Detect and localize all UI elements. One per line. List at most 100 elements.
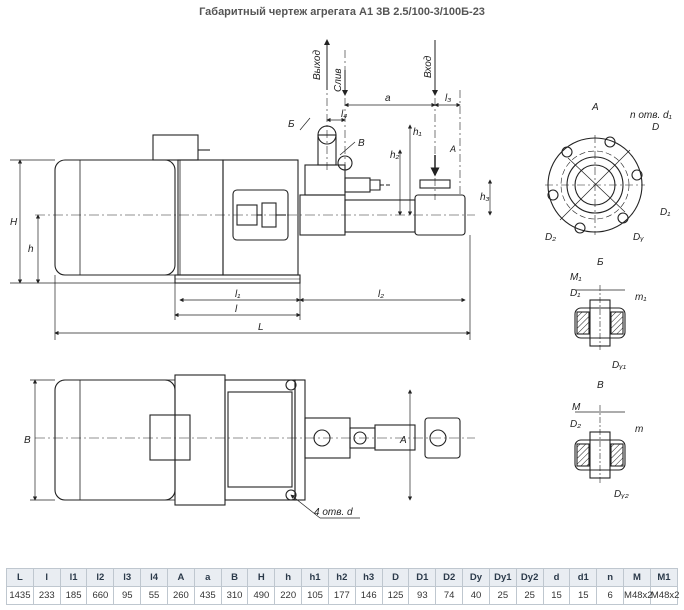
- table-cell: 25: [488, 586, 517, 605]
- table-cell: 125: [381, 586, 410, 605]
- table-cell: 490: [247, 586, 276, 605]
- plan-labels: B A 4 отв. d: [24, 435, 407, 518]
- dim-H: H: [10, 217, 18, 228]
- flow-labels: Выход Слив Вход A: [312, 50, 456, 154]
- table-cell: 1435: [6, 586, 34, 605]
- label-sliv: Слив: [333, 68, 344, 92]
- label-M1: M₁: [570, 272, 581, 283]
- view-b-title: Б: [597, 257, 604, 268]
- plan-view: [35, 374, 475, 506]
- terminal-box: [152, 134, 199, 161]
- plan-dimensions: [30, 379, 413, 519]
- label-D1-b: D₁: [570, 288, 580, 299]
- label-D2: D₂: [545, 232, 556, 243]
- table-header-cell: h1: [301, 568, 329, 587]
- table-header-cell: M1: [649, 568, 679, 587]
- view-v-title: В: [597, 380, 604, 391]
- label-Dy: Dᵧ: [633, 232, 644, 243]
- table-cell: M48x2: [649, 586, 679, 605]
- dimensional-drawing: Выход Слив Вход A a l₃ l₄ Б В H h h₁: [10, 39, 672, 519]
- view-v-port: [574, 405, 626, 485]
- table-header-cell: D: [381, 568, 410, 587]
- motor-plan: [54, 379, 176, 501]
- table-header-cell: l2: [86, 568, 115, 587]
- table-cell: 55: [140, 586, 168, 605]
- table-header-cell: l4: [140, 568, 168, 587]
- table-header-cell: d: [542, 568, 571, 587]
- table-header-cell: d1: [569, 568, 598, 587]
- table-cell: 177: [327, 586, 356, 605]
- table-cell: 260: [166, 586, 195, 605]
- table-cell: 146: [354, 586, 383, 605]
- label-Dy2: Dᵧ₂: [614, 489, 629, 500]
- label-D2-v: D₂: [570, 419, 581, 430]
- front-dimensions: [10, 102, 493, 340]
- label-M: M: [572, 402, 581, 413]
- dim-l: l: [235, 304, 238, 315]
- view-b-port: [574, 285, 626, 350]
- table-cell: 220: [274, 586, 303, 605]
- label-A-arrow: A: [449, 144, 456, 154]
- table-cell: 105: [301, 586, 329, 605]
- label-m1: m₁: [635, 292, 646, 303]
- view-a-labels: A n отв. d₁ D D₁ D₂ Dᵧ: [545, 102, 672, 243]
- table-header-cell: h3: [354, 568, 383, 587]
- table-header-cell: l3: [113, 568, 142, 587]
- bell-housing: [222, 159, 299, 276]
- dim-B: B: [24, 435, 31, 446]
- table-header-cell: H: [247, 568, 276, 587]
- table-header-cell: l: [32, 568, 61, 587]
- dim-l2: l₂: [378, 289, 384, 300]
- dim-h: h: [28, 244, 34, 255]
- table-cell: 93: [408, 586, 437, 605]
- view-a-flange: [545, 135, 645, 235]
- label-V-cyr: В: [358, 138, 365, 149]
- table-header-row: L l l1 l2 l3 l4 A a B H h h1 h2 h3 D D1 …: [6, 568, 679, 587]
- table-header-cell: Dy2: [515, 568, 544, 587]
- table-cell: 74: [435, 586, 464, 605]
- flow-arrows: [324, 39, 440, 177]
- view-v-labels: В M D₂ m Dᵧ₂: [570, 380, 643, 500]
- table-header-cell: h: [274, 568, 303, 587]
- dim-L: L: [258, 322, 264, 333]
- table-cell: 6: [596, 586, 625, 605]
- inlet-plan: [424, 417, 461, 459]
- label-B-cyr: Б: [288, 119, 295, 130]
- dim-a: a: [385, 93, 391, 104]
- table-cell: 310: [220, 586, 249, 605]
- table-header-cell: B: [220, 568, 249, 587]
- label-n-holes: n отв. d₁: [630, 110, 672, 121]
- dim-h1: h₁: [413, 127, 422, 138]
- table-cell: 233: [32, 586, 61, 605]
- table-header-cell: M: [623, 568, 651, 587]
- table-header-cell: D1: [408, 568, 437, 587]
- table-cell: 40: [462, 586, 490, 605]
- front-dim-labels: a l₃ l₄ Б В H h h₁ h₂ h₃ l₁ l₂ l L: [10, 93, 490, 333]
- dim-A-plan: A: [399, 435, 407, 446]
- table-cell: 435: [193, 586, 222, 605]
- motor-body: [54, 159, 176, 276]
- dim-h2: h₂: [390, 150, 400, 161]
- dim-l1: l₁: [235, 289, 240, 300]
- table-cell: 15: [542, 586, 571, 605]
- front-view: [35, 50, 475, 284]
- view-b-labels: Б M₁ D₁ m₁ Dᵧ₁: [570, 257, 646, 371]
- table-header-cell: A: [166, 568, 195, 587]
- label-m: m: [635, 424, 643, 435]
- table-header-cell: l1: [59, 568, 88, 587]
- table-header-cell: D2: [435, 568, 464, 587]
- table-cell: 95: [113, 586, 142, 605]
- table-values-row: 1435 233 185 660 95 55 260 435 310 490 2…: [6, 586, 679, 605]
- table-header-cell: L: [6, 568, 34, 587]
- label-D: D: [652, 122, 659, 133]
- dim-l3: l₃: [445, 93, 451, 104]
- table-header-cell: a: [193, 568, 222, 587]
- table-cell: 185: [59, 586, 88, 605]
- table-header-cell: Dy1: [488, 568, 517, 587]
- dimensions-table: L l l1 l2 l3 l4 A a B H h h1 h2 h3 D D1 …: [6, 568, 679, 605]
- view-a-title: A: [591, 102, 599, 113]
- table-cell: M48x2: [623, 586, 653, 605]
- table-cell: 25: [515, 586, 544, 605]
- label-Dy1: Dᵧ₁: [612, 360, 626, 371]
- label-vhod: Вход: [423, 55, 434, 78]
